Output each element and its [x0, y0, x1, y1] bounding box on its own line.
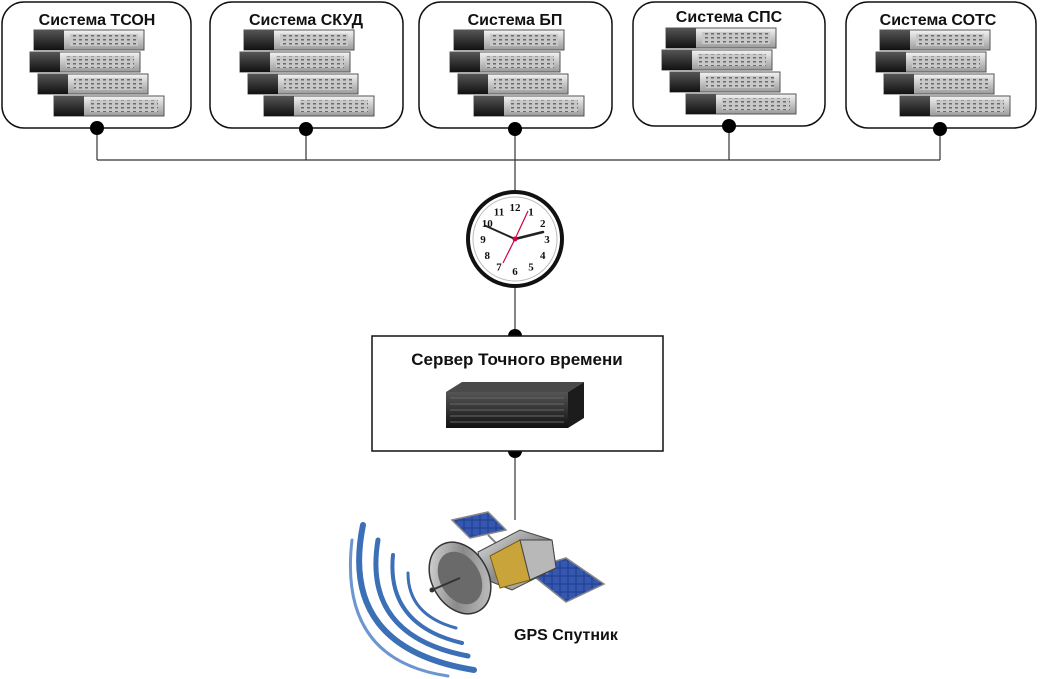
hour-hand: [513, 230, 545, 241]
system-label: Система СКУД: [249, 12, 364, 29]
minute-hand: [485, 225, 516, 240]
clock-numeral: 9: [480, 234, 486, 246]
node-dot: [722, 119, 736, 133]
server-rack-icon: [449, 29, 585, 117]
clock-numeral: 11: [494, 206, 504, 218]
clock-numeral: 3: [544, 234, 550, 246]
system-box-bp: Система БП: [418, 1, 613, 129]
connection-lines: [96, 126, 941, 520]
clock-numeral: 4: [540, 250, 546, 262]
system-box-tson: Система ТСОН: [1, 1, 192, 129]
system-label: Система СПС: [676, 9, 783, 26]
signal-waves-icon: [348, 522, 477, 678]
clock-numeral: 2: [540, 218, 546, 230]
server-rack-icon: [661, 27, 797, 115]
time-server-box: Сервер Точного времени: [371, 335, 664, 452]
second-hand-tail: [502, 238, 516, 264]
node-dot: [508, 122, 522, 136]
node-dot: [299, 122, 313, 136]
system-box-sps: Система СПС: [632, 1, 826, 127]
clock-numeral: 6: [512, 266, 518, 278]
node-dot: [933, 122, 947, 136]
clock-numeral: 7: [496, 262, 502, 274]
system-box-sots: Система СОТС: [845, 1, 1037, 129]
clock-numeral: 1: [528, 206, 534, 218]
clock-numeral: 8: [485, 250, 491, 262]
satellite-label: GPS Спутник: [514, 627, 619, 644]
clock-numeral: 5: [528, 262, 534, 274]
server-rack-icon: [29, 29, 165, 117]
system-label: Система СОТС: [880, 12, 997, 29]
node-dot: [90, 121, 104, 135]
system-box-skud: Система СКУД: [209, 1, 404, 129]
server-rack-icon: [239, 29, 375, 117]
clock-numeral: 10: [482, 218, 494, 230]
clock-numeral: 12: [510, 202, 522, 214]
server-rack-icon: [875, 29, 1011, 117]
second-hand: [514, 210, 529, 240]
satellite-icon: [428, 511, 606, 615]
system-label: Система ТСОН: [39, 12, 156, 29]
system-label: Система БП: [468, 12, 563, 29]
time-server-label: Сервер Точного времени: [411, 350, 622, 369]
server-appliance-icon: [446, 382, 584, 428]
